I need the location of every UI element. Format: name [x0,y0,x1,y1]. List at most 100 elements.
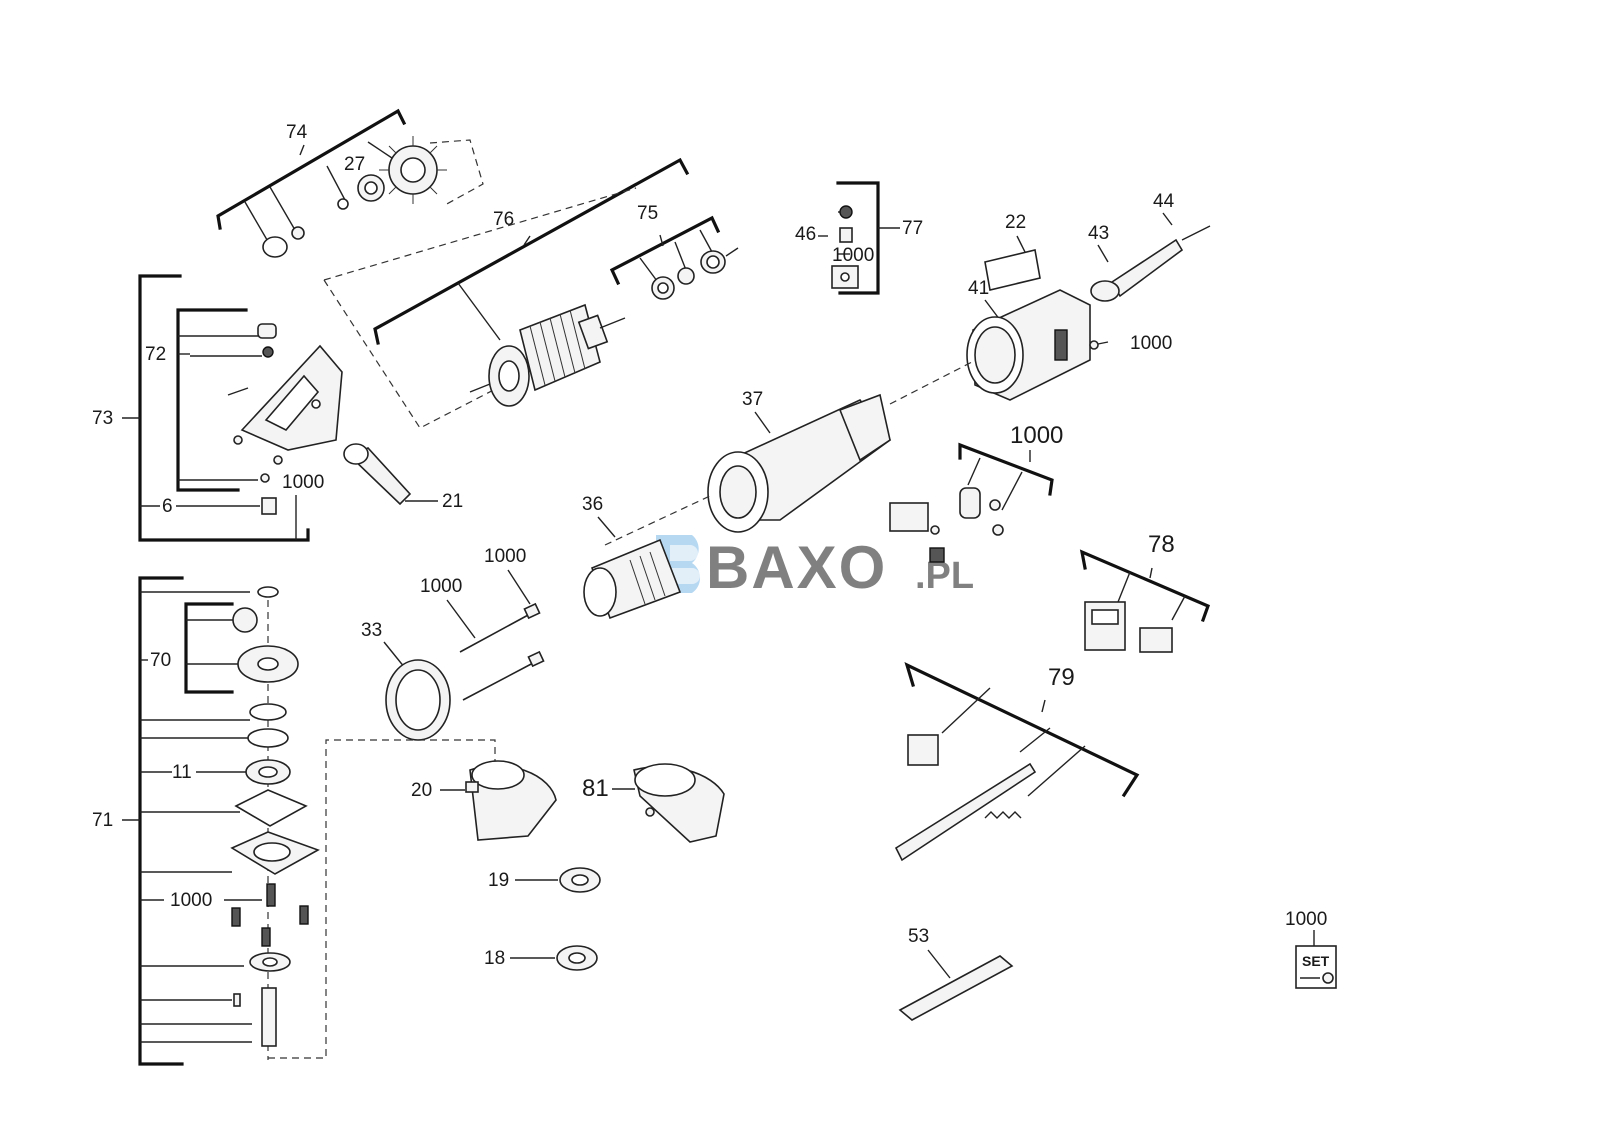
label-1000-head: 1000 [282,472,324,493]
label-19: 19 [488,870,509,891]
spring-79-part [984,811,1022,819]
label-33: 33 [361,620,382,641]
shim-part [247,728,289,748]
label-75: 75 [637,203,658,224]
watermark: BAXO .PL [656,534,974,601]
label-77: 77 [902,218,923,239]
spanner-wrench-part [898,955,1014,1021]
set-badge-text: SET [1302,953,1330,969]
rear-housing-part [966,289,1091,401]
screw-set-icon [1322,972,1334,984]
label-78: 78 [1148,531,1175,558]
group-75: 75 [609,203,739,300]
nut-6-part [261,497,277,515]
label-1000-screw-b: 1000 [420,576,462,597]
o-ring-part [262,236,288,258]
spindle-part [261,987,277,1047]
guard-81-group: 81 [582,763,725,843]
label-1000-housing: 1000 [1130,333,1172,354]
brush-cap-78-part [1139,627,1173,653]
bearing-flange-part [230,831,320,875]
switch-part [889,502,929,532]
guard-20-part [465,760,557,841]
label-37: 37 [742,389,763,410]
label-79: 79 [1048,664,1075,691]
pinion-gear-part [232,607,258,633]
label-73: 73 [92,408,113,429]
label-21: 21 [442,491,463,512]
spring-part [839,205,853,219]
group-78: 78 [1079,531,1211,653]
carbon-brush-46-part [839,227,853,243]
group-79: 79 [894,661,1140,862]
label-72: 72 [145,344,166,365]
group-74: 74 27 [216,108,484,258]
switch-rod-79-part [894,762,1037,862]
washer-part [337,198,349,210]
retaining-ring-part [249,703,287,721]
label-22: 22 [1005,212,1026,233]
group-71: 71 70 11 1000 [92,576,496,1066]
screw-72-part [260,473,270,483]
label-18: 18 [484,948,505,969]
motor-housing-group: 37 [604,361,973,546]
stator-group: 36 1000 1000 33 [361,494,682,741]
switch-slider-part [959,487,981,519]
label-sticker-part [984,249,1041,291]
spindle-lock-button-part [257,323,277,339]
label-46: 46 [795,224,816,245]
flange-18-group: 18 [484,945,598,971]
gear-head-part [240,344,343,451]
group-73: 73 72 6 1000 21 [92,274,463,542]
label-36: 36 [582,494,603,515]
switch-cover-79-part [907,734,939,766]
flange-19-group: 19 [488,867,601,893]
label-41: 41 [968,278,989,299]
circlip-part [257,586,279,598]
watermark-brand: BAXO [706,534,887,601]
capacitor-part [929,547,945,563]
spring-72-part [262,346,274,358]
label-27: 27 [344,154,365,175]
cable-part [1110,238,1184,298]
label-76: 76 [493,209,514,230]
label-11: 11 [172,762,192,783]
guard-81-part [633,763,725,843]
screw-41-part [1089,340,1099,350]
group-77: 77 46 1000 [795,181,923,295]
label-81: 81 [582,775,609,802]
label-1000-set: 1000 [1285,909,1327,930]
motor-housing-part [707,393,892,533]
switch-group: 1000 [889,422,1063,563]
label-1000-switch: 1000 [1010,422,1063,449]
label-44: 44 [1153,191,1175,212]
label-53: 53 [908,926,929,947]
label-71: 71 [92,810,113,831]
key-part [233,993,241,1007]
gasket-part [234,789,308,827]
stator-part [583,538,682,620]
label-74: 74 [286,122,308,143]
label-1000-gear: 1000 [170,890,212,911]
label-43: 43 [1088,223,1109,244]
side-handle-part [343,443,412,506]
label-20: 20 [411,780,432,801]
set-1000-group: 1000 SET [1285,909,1337,989]
group-76: 76 [323,157,690,429]
label-1000-screw-a: 1000 [484,546,526,567]
nut-part [291,226,305,240]
armature-part [469,303,626,407]
cable-sleeve-part [1090,280,1120,302]
wrench-53-group: 53 [898,926,1014,1021]
label-6: 6 [162,496,173,517]
stator-screw-a-part [459,613,531,653]
screw-71a-part [266,883,276,907]
guard-20-group: 20 [411,760,557,841]
washer-75-part [677,267,695,285]
label-70: 70 [150,650,171,671]
baffle-33-part [385,659,451,741]
stator-screw-b-part [462,661,536,701]
rear-housing-group: 22 44 43 41 1000 [966,191,1211,401]
label-1000-motor: 1000 [832,245,874,266]
